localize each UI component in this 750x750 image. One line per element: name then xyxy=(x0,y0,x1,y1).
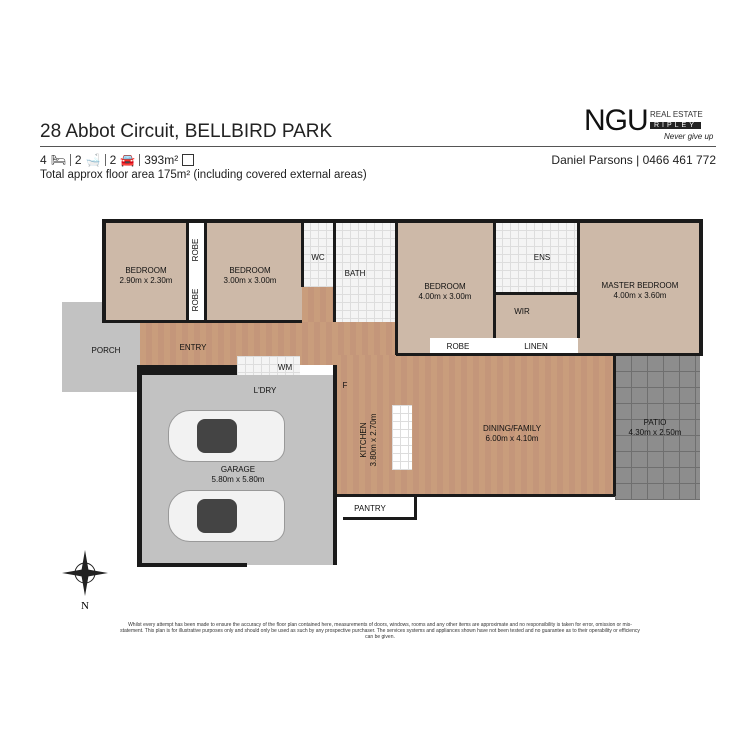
wall xyxy=(333,222,336,322)
porch-label: PORCH xyxy=(91,346,121,355)
car-icon xyxy=(168,490,285,542)
wall xyxy=(613,356,616,496)
wall xyxy=(186,222,189,322)
wall xyxy=(414,494,417,520)
property-address: 28 Abbot Circuit, BELLBIRD PARK xyxy=(40,121,333,142)
wall xyxy=(493,222,496,338)
wall xyxy=(102,219,703,223)
linen xyxy=(494,338,578,355)
ensuite xyxy=(494,222,578,294)
patio xyxy=(615,355,700,500)
property-stats: 4🛏 2🛁 2🚘 393m² xyxy=(40,153,195,167)
bedroom-3 xyxy=(396,222,494,355)
floor-area: Total approx floor area 175m² (including… xyxy=(40,169,367,181)
wall xyxy=(395,222,398,355)
bed-count: 4 xyxy=(40,153,47,167)
bath-count: 2 xyxy=(74,153,82,167)
pantry xyxy=(345,497,415,517)
entry-label: ENTRY xyxy=(179,343,207,352)
laundry-label: L'DRY xyxy=(253,386,277,395)
robes xyxy=(187,222,205,322)
wall xyxy=(102,219,106,322)
wir-label: WIR xyxy=(514,307,530,316)
compass: N xyxy=(60,548,110,612)
wall xyxy=(343,517,417,520)
north-label: N xyxy=(81,600,89,612)
dining-family xyxy=(335,355,615,495)
wall xyxy=(335,494,615,497)
robe-3 xyxy=(430,338,494,355)
agent-contact: Daniel Parsons | 0466 461 772 xyxy=(551,153,716,167)
logo-line1: REAL ESTATE xyxy=(650,110,703,119)
wall xyxy=(301,222,304,287)
ensuite-label: ENS xyxy=(533,253,551,262)
wm-label: WM xyxy=(277,363,293,372)
linen-label: LINEN xyxy=(524,342,548,351)
wall xyxy=(137,563,247,567)
car-icon: 🚘 xyxy=(120,153,136,167)
logo-brand: NGU xyxy=(584,104,649,137)
disclaimer: Whilst every attempt has been made to en… xyxy=(120,622,640,640)
laundry xyxy=(237,356,300,376)
kitchen-bench xyxy=(392,405,412,470)
logo-tagline: Never give up xyxy=(664,132,714,141)
wall xyxy=(204,222,207,322)
wall xyxy=(494,292,578,295)
logo-line2: RIPLEY xyxy=(650,122,701,129)
bath xyxy=(334,222,396,322)
wall xyxy=(140,365,237,375)
robe-3-label: ROBE xyxy=(446,342,470,351)
hall xyxy=(302,287,334,327)
bath-icon: 🛁 xyxy=(85,153,101,167)
wir xyxy=(494,294,578,338)
wall xyxy=(333,365,337,565)
bath-label: BATH xyxy=(344,269,366,278)
wall xyxy=(102,320,302,323)
bedroom-1 xyxy=(105,222,187,322)
car-count: 2 xyxy=(109,153,117,167)
land-size: 393m² xyxy=(144,153,179,167)
fridge-label: F xyxy=(342,381,348,390)
robe-label: ROBE xyxy=(191,288,200,312)
divider xyxy=(40,146,716,147)
wall xyxy=(137,365,142,565)
wall xyxy=(396,353,703,356)
car-icon xyxy=(168,410,285,462)
pantry-label: PANTRY xyxy=(354,504,386,513)
wall xyxy=(699,219,703,356)
bedroom-2 xyxy=(205,222,302,322)
bed-icon: 🛏 xyxy=(50,153,66,167)
wall xyxy=(577,222,580,338)
master-bedroom xyxy=(578,222,700,355)
land-icon xyxy=(182,154,195,166)
wc xyxy=(302,222,334,287)
compass-rose-icon xyxy=(62,550,108,596)
ngu-logo: NGU REAL ESTATE RIPLEY Never give up xyxy=(584,104,713,142)
robe-label: ROBE xyxy=(191,238,200,262)
wc-label: WC xyxy=(311,253,325,262)
